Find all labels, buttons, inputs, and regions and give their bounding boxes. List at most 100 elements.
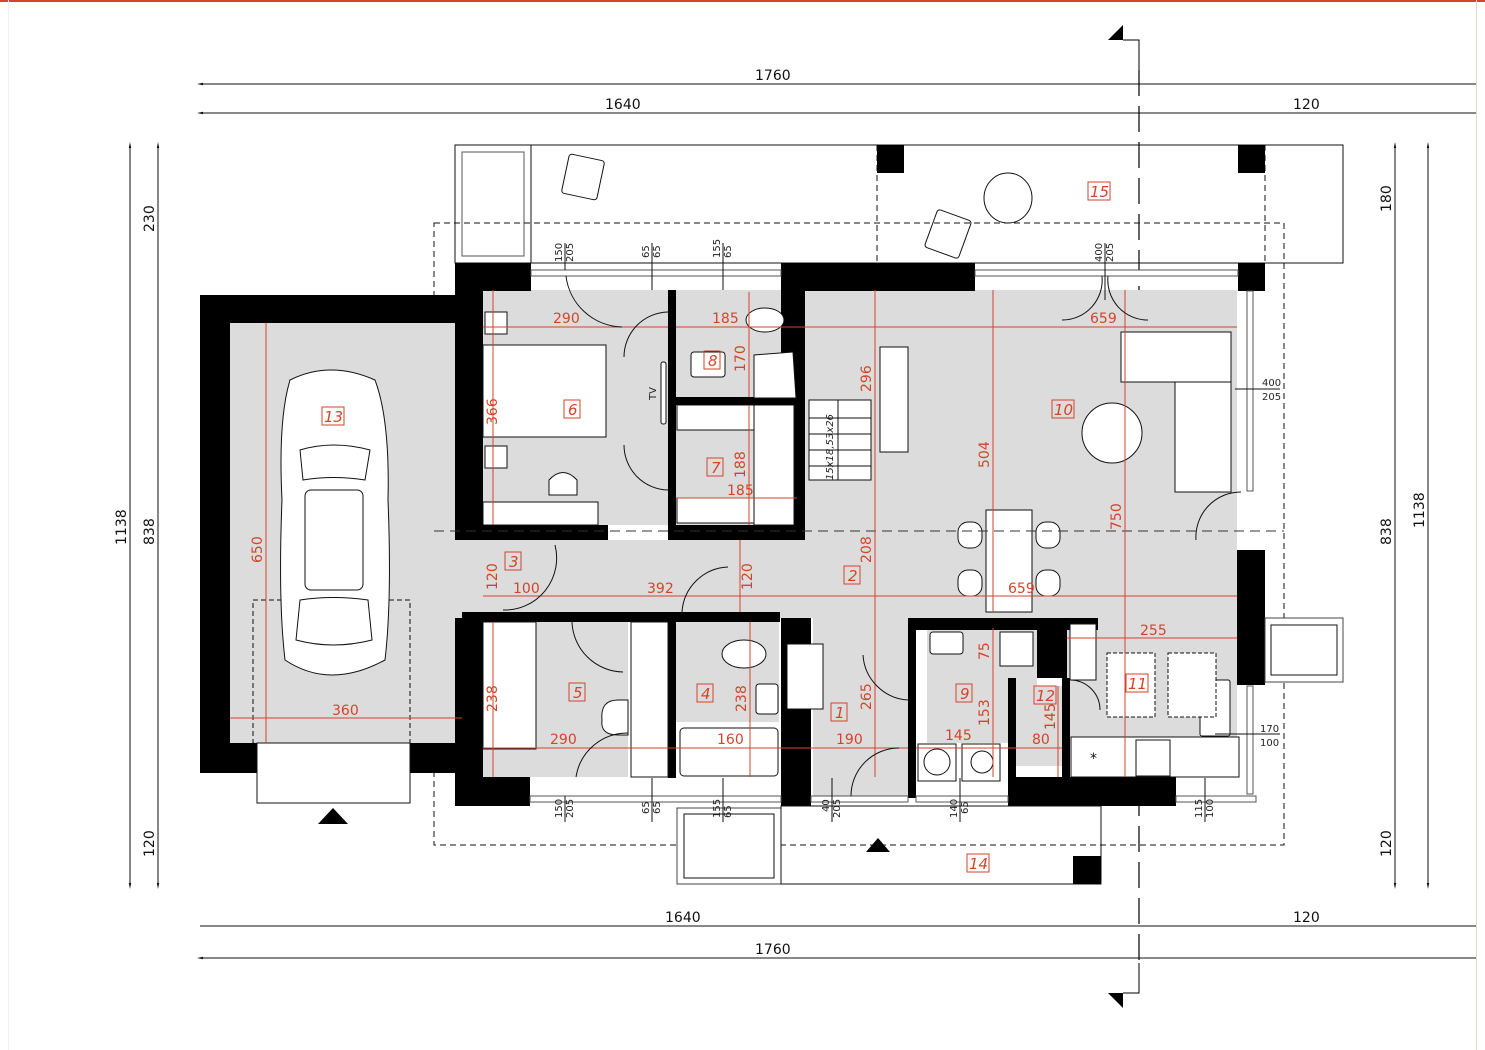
dim-r10-h296: 296 <box>859 365 875 392</box>
opening-bottom-5-a: 140 <box>949 799 960 818</box>
dim-hall-width: 392 <box>647 581 674 597</box>
room-label-3: 3 <box>509 553 519 571</box>
room-label-2: 2 <box>848 567 858 585</box>
opening-top-2-a: 65 <box>641 245 652 258</box>
opening-bottom-2-b: 65 <box>652 801 663 814</box>
opening-right-1-a: 400 <box>1262 378 1281 389</box>
dim-r4-height: 238 <box>734 685 750 712</box>
room-label-10: 10 <box>1054 401 1073 419</box>
room-dimension-lines <box>230 290 1237 777</box>
opening-right-2-a: 170 <box>1260 724 1279 735</box>
dim-top-right: 120 <box>1293 97 1320 113</box>
opening-top-2-b: 65 <box>652 245 663 258</box>
room-label-11: 11 <box>1128 675 1147 693</box>
garage-door-track <box>252 599 411 744</box>
dim-r13-height: 650 <box>250 536 266 563</box>
walls <box>200 263 1265 806</box>
dim-r7-height: 188 <box>733 451 749 478</box>
opening-bottom-3-b: 65 <box>723 805 734 818</box>
dim-r8-height: 170 <box>733 345 749 372</box>
dim-r6-width: 290 <box>553 311 580 327</box>
door-swings <box>502 275 1242 797</box>
dim-r10-width: 659 <box>1090 311 1117 327</box>
room-label-9: 9 <box>960 685 970 703</box>
section-marker-bottom <box>1108 963 1140 1008</box>
dim-r9-width: 145 <box>945 728 972 744</box>
dim-right-top: 180 <box>1379 185 1395 212</box>
section-marker-top <box>1108 25 1140 70</box>
opening-right-1-b: 205 <box>1262 392 1281 403</box>
dim-r2-width: 659 <box>1008 581 1035 597</box>
opening-top-4-a: 400 <box>1094 243 1105 262</box>
garage-entrance-arrow-icon <box>318 808 348 824</box>
car-icon <box>280 369 390 676</box>
dim-r4-width: 160 <box>717 732 744 748</box>
dim-r3-width: 100 <box>513 581 540 597</box>
room-label-15: 15 <box>1090 183 1109 201</box>
opening-top-3-a: 155 <box>712 239 723 258</box>
dim-bottom-total: 1760 <box>755 942 791 958</box>
dim-hall-height: 120 <box>740 563 756 590</box>
opening-bottom-3-a: 155 <box>712 799 723 818</box>
windows <box>529 269 1344 885</box>
opening-right-2-b: 100 <box>1260 738 1279 749</box>
header-accent-line <box>0 0 1485 2</box>
dim-r1-width: 190 <box>836 732 863 748</box>
pillar <box>1238 145 1265 173</box>
dim-r8-width: 185 <box>712 311 739 327</box>
dim-bottom-right: 120 <box>1293 910 1320 926</box>
overall-dimensions <box>128 82 1476 960</box>
opening-bottom-1-a: 150 <box>554 799 565 818</box>
opening-bottom-1-b: 205 <box>565 799 576 818</box>
entrance-arrow-icon <box>866 838 890 852</box>
dim-right-bottom: 120 <box>1379 830 1395 857</box>
room-label-13: 13 <box>324 408 343 426</box>
room-label-4: 4 <box>701 685 711 703</box>
room-label-8: 8 <box>708 352 718 370</box>
dim-bottom-main: 1640 <box>665 910 701 926</box>
dim-right-total: 1138 <box>1412 492 1428 528</box>
room-label-12: 12 <box>1036 687 1055 705</box>
stairs-annotation: 15x18,53x26 <box>825 414 836 480</box>
entrance-platform <box>780 805 1102 885</box>
opening-bottom-6-a: 115 <box>1194 799 1205 818</box>
tv-label: TV <box>648 387 659 401</box>
dim-r10-h750: 750 <box>1109 503 1125 530</box>
room-label-6: 6 <box>568 401 578 419</box>
opening-ticks <box>564 243 1280 822</box>
room-label-14: 14 <box>969 855 988 873</box>
dim-r7-width: 185 <box>727 483 754 499</box>
page-border-right <box>1476 0 1477 1050</box>
room-number-boxes <box>321 181 1149 873</box>
dim-left-total: 1138 <box>114 509 130 545</box>
opening-top-1-b: 205 <box>565 243 576 262</box>
opening-top-3-b: 65 <box>723 245 734 258</box>
room-label-5: 5 <box>573 684 583 702</box>
opening-bottom-4-b: 205 <box>832 799 843 818</box>
dim-r5-width: 290 <box>550 732 577 748</box>
dim-r9-h153: 153 <box>977 699 993 726</box>
opening-top-1-a: 150 <box>554 243 565 262</box>
pillar <box>877 145 904 173</box>
stairs <box>808 399 872 481</box>
pillar <box>1073 856 1101 884</box>
furniture <box>482 307 1240 782</box>
room-label-7: 7 <box>711 459 721 477</box>
dim-r2-height: 208 <box>859 536 875 563</box>
opening-top-4-b: 205 <box>1105 243 1116 262</box>
opening-bottom-2-a: 65 <box>641 801 652 814</box>
dim-r12-width: 80 <box>1032 732 1050 748</box>
dim-top-main: 1640 <box>605 97 641 113</box>
dim-r3-height: 120 <box>485 563 501 590</box>
dim-r1-height: 265 <box>859 683 875 710</box>
opening-bottom-5-b: 65 <box>960 801 971 814</box>
dim-left-top: 230 <box>142 205 158 232</box>
dim-top-total: 1760 <box>755 68 791 84</box>
opening-bottom-4-a: 40 <box>821 799 832 812</box>
dim-left-bottom: 120 <box>142 830 158 857</box>
dim-r10-h504: 504 <box>977 441 993 468</box>
dim-r13-width: 360 <box>332 703 359 719</box>
dim-r11-width: 255 <box>1140 623 1167 639</box>
dim-r6-height: 366 <box>485 398 501 425</box>
